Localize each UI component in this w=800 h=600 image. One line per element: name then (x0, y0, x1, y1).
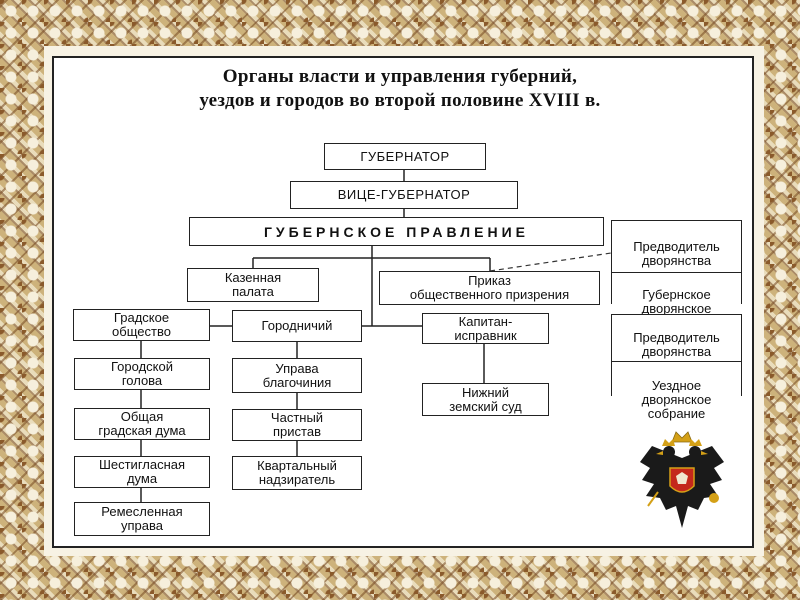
district-noble-marshal-box: Предводитель дворянства (612, 329, 741, 362)
city-society-box: Градское общество (73, 309, 210, 341)
private-bailiff-box: Частный пристав (232, 409, 362, 441)
double-headed-eagle-icon (640, 431, 724, 528)
lower-zemsky-court-box: Нижний земский суд (422, 383, 549, 416)
treasury-chamber-box: Казенная палата (187, 268, 319, 302)
district-noble-assembly-box: Уездное дворянское собрание (612, 376, 741, 423)
quarter-overseer-box: Квартальный надзиратель (232, 456, 362, 490)
city-head-box: Городской голова (74, 358, 210, 390)
captain-ispravnik-box: Капитан- исправник (422, 313, 549, 344)
governor-box: ГУБЕРНАТОР (324, 143, 486, 170)
six-voice-duma-box: Шестигласная дума (74, 456, 210, 488)
public-charity-box: Приказ общественного призрения (379, 271, 600, 305)
diagram-title-line-1: Органы власти и управления губерний, (222, 66, 578, 87)
diagram-title-line-2: уездов и городов во второй половине XVII… (199, 90, 601, 111)
provincial-noble-marshal-box: Предводитель дворянства (612, 235, 741, 273)
dashed-link-charity-noble (489, 252, 612, 272)
provincial-board-box: ГУБЕРНСКОЕ ПРАВЛЕНИЕ (189, 217, 604, 246)
deanery-board-box: Управа благочиния (232, 358, 362, 393)
gorodnichy-box: Городничий (232, 310, 362, 342)
provincial-nobility-group: Предводитель дворянства Губернское дворя… (611, 220, 742, 331)
general-city-duma-box: Общая градская дума (74, 408, 210, 440)
district-nobility-group: Предводитель дворянства Уездное дворянск… (611, 314, 742, 423)
craft-council-box: Ремесленная управа (74, 502, 210, 536)
vice-governor-box: ВИЦЕ-ГУБЕРНАТОР (290, 181, 518, 209)
